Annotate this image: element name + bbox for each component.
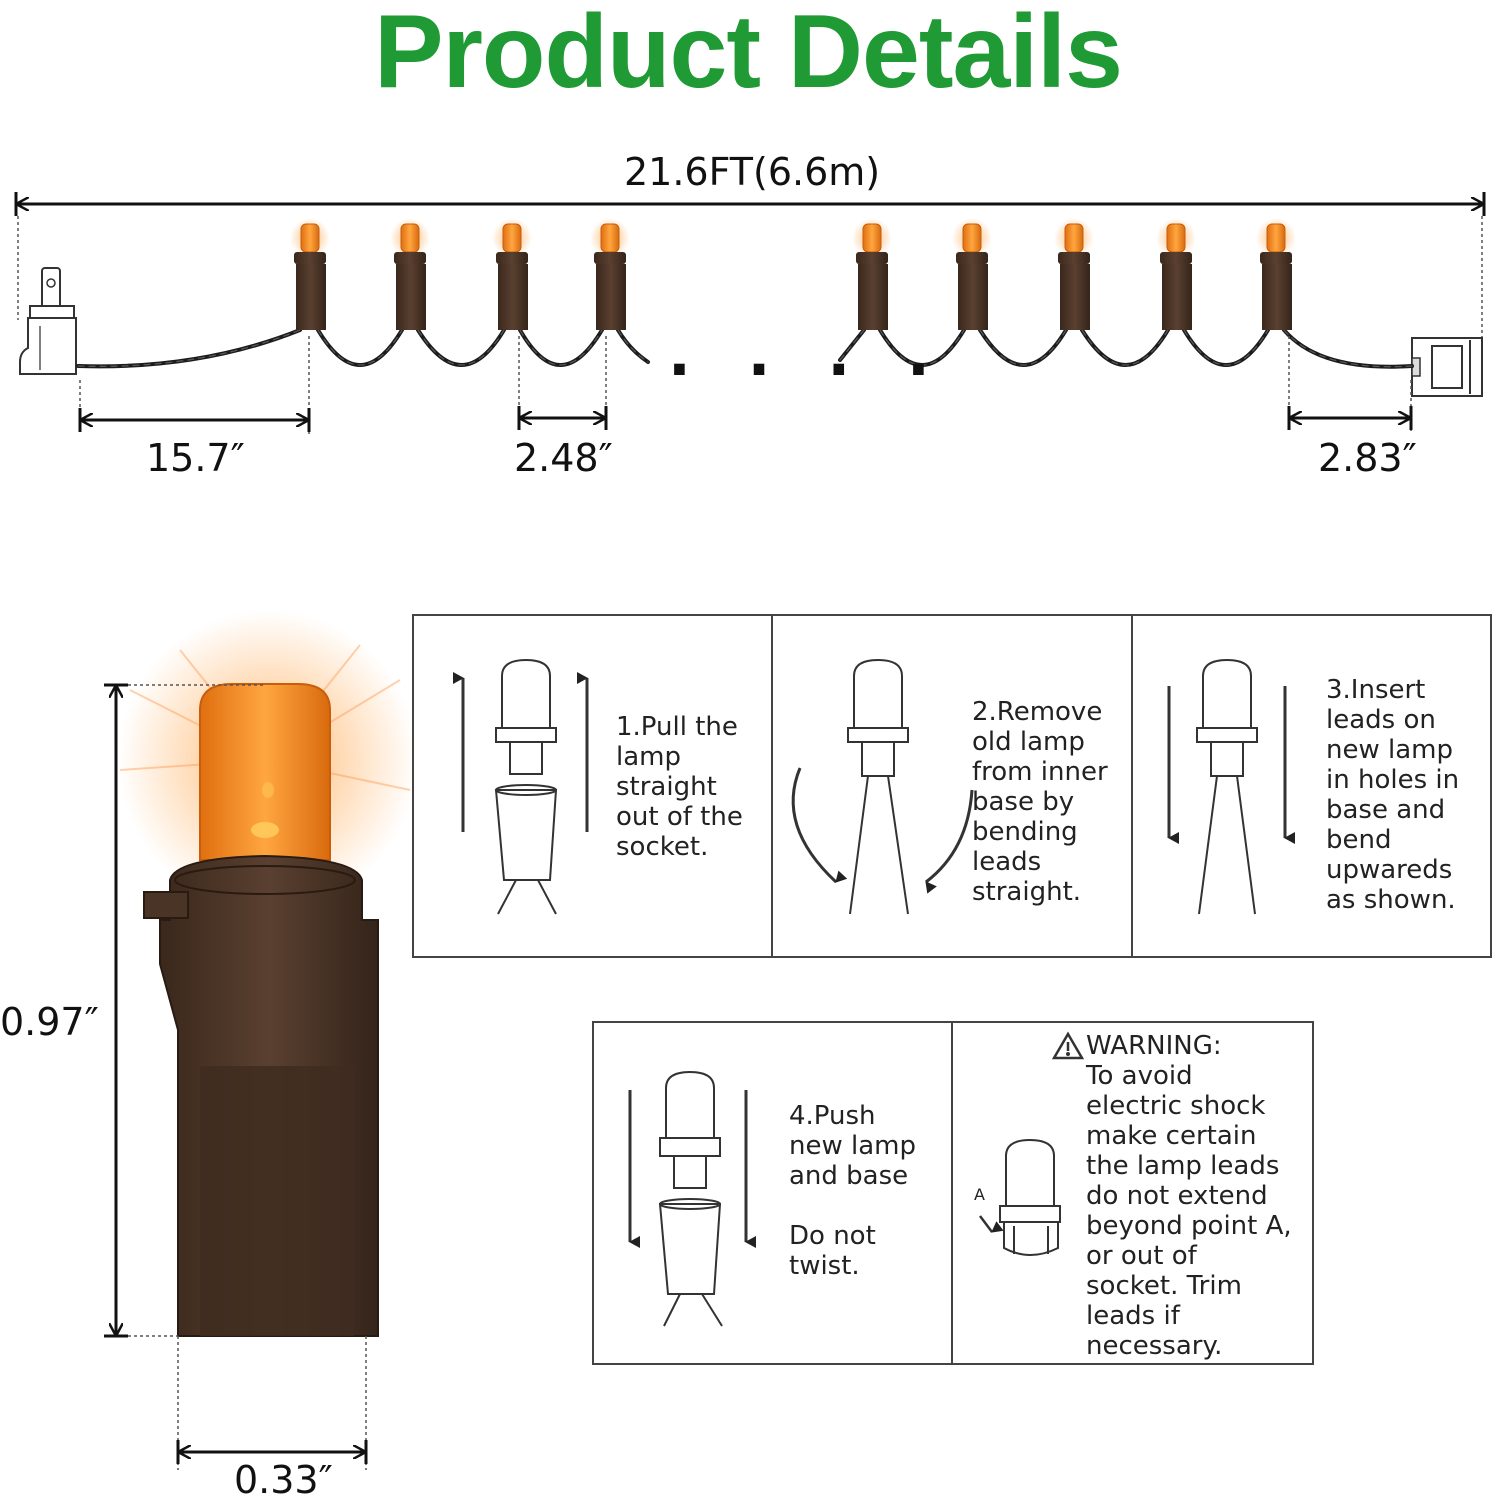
wire-twist xyxy=(519,329,603,366)
warning-illustration xyxy=(979,1138,1061,1256)
point-a-label: A xyxy=(974,1185,985,1204)
step-1-text: 1.Pull the lamp straight out of the sock… xyxy=(616,712,743,862)
wire-twist xyxy=(1183,329,1269,366)
wire-twist xyxy=(839,329,865,361)
bulb-width-label: 0.33″ xyxy=(234,1458,333,1502)
instructions-top-panel xyxy=(412,614,1492,958)
panel-divider xyxy=(1131,614,1133,958)
end-length-label: 2.83″ xyxy=(1318,436,1417,480)
string-light-diagram xyxy=(14,192,1486,434)
step-2-text: 2.Remove old lamp from inner base by ben… xyxy=(972,697,1108,907)
mini-bulb-icon xyxy=(390,218,430,330)
ellipsis-separator: . . . . xyxy=(668,320,948,390)
step-4-illustration xyxy=(628,1070,756,1327)
wire-twist xyxy=(879,329,965,366)
mini-bulb-icon xyxy=(852,218,892,330)
mini-bulb-icon xyxy=(492,218,532,330)
mini-bulb-icon xyxy=(1054,218,1094,330)
wire-twist xyxy=(1081,329,1169,366)
page-title: Product Details xyxy=(374,0,1123,110)
mini-bulb-icon xyxy=(1256,218,1296,330)
step-4-text: 4.Push new lamp and base Do not twist. xyxy=(789,1101,916,1281)
wire-twist xyxy=(1283,329,1413,368)
step-3-illustration xyxy=(1167,658,1295,915)
warning-heading: WARNING: xyxy=(1086,1031,1222,1061)
bulb-height-label: 0.97″ xyxy=(0,1000,99,1044)
instructions-bottom-panel xyxy=(592,1021,1314,1365)
mini-bulb-icon xyxy=(952,218,992,330)
wire-twist xyxy=(417,329,505,366)
panel-divider xyxy=(951,1021,953,1365)
lead-length-label: 15.7″ xyxy=(146,436,245,480)
wire-twist xyxy=(617,329,649,363)
mini-bulb-icon xyxy=(1156,218,1196,330)
mini-bulb-icon xyxy=(290,218,330,330)
wire-twist xyxy=(979,329,1067,366)
wire-twist xyxy=(77,329,301,367)
step-3-text: 3.Insert leads on new lamp in holes in b… xyxy=(1326,675,1460,915)
warning-triangle-icon xyxy=(1051,1031,1085,1060)
step-1-illustration xyxy=(453,658,589,915)
wire-twist xyxy=(317,329,403,366)
step-2-illustration xyxy=(791,658,974,915)
warning-text: To avoid electric shock make certain the… xyxy=(1086,1061,1292,1361)
mini-bulb-icon xyxy=(590,218,630,330)
panel-divider xyxy=(771,614,773,958)
plug-icon xyxy=(19,267,77,375)
end-connector-icon xyxy=(1411,337,1483,397)
total-length-label: 21.6FT(6.6m) xyxy=(624,150,881,194)
bulb-spacing-label: 2.48″ xyxy=(514,436,613,480)
